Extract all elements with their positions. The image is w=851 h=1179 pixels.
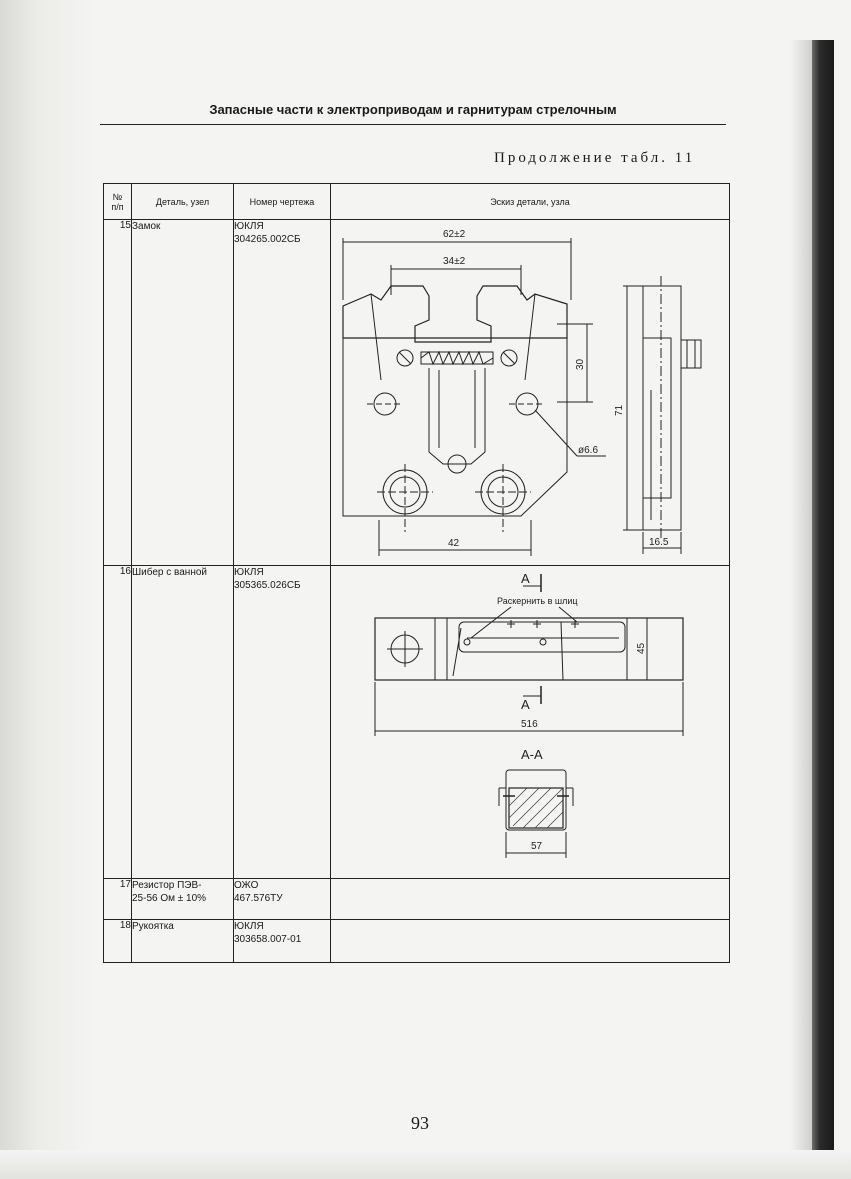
table-row: 18 Рукоятка ЮКЛЯ 303658.007-01 [103, 919, 730, 963]
row-drawing: ЮКЛЯ 304265.002СБ [233, 219, 331, 566]
row-drawing: ЮКЛЯ 305365.026СБ [233, 565, 331, 879]
page-bottom-shadow [0, 1150, 851, 1179]
drawing-line: ОЖО [234, 880, 259, 891]
drawing-line: 304265.002СБ [234, 234, 301, 245]
drawing-line: ЮКЛЯ [234, 221, 264, 232]
header-num-line: № [112, 191, 123, 202]
drawing-line: 467.576ТУ [234, 893, 283, 904]
row-number: 16 [103, 565, 132, 879]
dim-45: 45 [636, 642, 647, 654]
lock-drawing: 62±2 34±2 [342, 229, 702, 556]
row-number: 18 [103, 919, 132, 963]
parts-table: № п/п Деталь, узел Номер чертежа Эскиз д… [103, 183, 730, 963]
book-spine [812, 40, 834, 1162]
dim-16-5: 16.5 [649, 537, 669, 548]
row-part: Рукоятка [131, 919, 234, 963]
page-number: 93 [411, 1113, 429, 1133]
part-line: Рукоятка [132, 921, 174, 932]
row-number: 15 [103, 219, 132, 566]
table-row: 15 Замок ЮКЛЯ 304265.002СБ 62±2 34±2 [103, 219, 730, 566]
slider-drawing: A Раскернить в шлиц [374, 571, 684, 858]
dim-62: 62±2 [443, 229, 466, 240]
header-num: № п/п [103, 183, 132, 220]
drawing-line: 305365.026СБ [234, 580, 301, 591]
sketch-cell: A Раскернить в шлиц [330, 565, 730, 879]
sketch-cell [330, 919, 730, 963]
part-line: Резистор ПЭВ- [132, 880, 202, 891]
drawing-line: ЮКЛЯ [234, 921, 264, 932]
dim-71: 71 [614, 404, 625, 416]
dim-57: 57 [531, 841, 543, 852]
part-line: Замок [132, 221, 161, 232]
drawing-line: 303658.007-01 [234, 934, 302, 945]
header-part: Деталь, узел [131, 183, 234, 220]
sketch-cell [330, 878, 730, 920]
header-num-line: п/п [111, 201, 124, 212]
table-continuation-label: Продолжение табл. 11 [494, 150, 696, 166]
row-drawing: ОЖО 467.576ТУ [233, 878, 331, 920]
binding-edge [790, 40, 812, 1162]
section-mark-bottom: A [521, 697, 530, 712]
header-sketch: Эскиз детали, узла [330, 183, 730, 220]
section-mark-top: A [521, 571, 530, 586]
note-label: Раскернить в шлиц [497, 596, 578, 606]
row-part: Замок [131, 219, 234, 566]
part-line: Шибер с ванной [132, 567, 207, 578]
dim-42: 42 [448, 538, 460, 549]
table-header-row: № п/п Деталь, узел Номер чертежа Эскиз д… [103, 183, 730, 220]
dim-34: 34±2 [443, 256, 466, 267]
part-line: 25-56 Ом ± 10% [132, 893, 207, 904]
dim-30: 30 [575, 358, 586, 370]
header-rule [100, 124, 726, 125]
dim-d66: ø6.6 [578, 445, 598, 456]
row-drawing: ЮКЛЯ 303658.007-01 [233, 919, 331, 963]
running-head: Запасные части к электроприводам и гарни… [209, 102, 617, 117]
sketch-cell: 62±2 34±2 [330, 219, 730, 566]
row-number: 17 [103, 878, 132, 920]
scan-shadow [0, 0, 95, 1179]
row-part: Шибер с ванной [131, 565, 234, 879]
section-title: A-A [521, 747, 543, 762]
table-row: 17 Резистор ПЭВ- 25-56 Ом ± 10% ОЖО 467.… [103, 878, 730, 920]
row-part: Резистор ПЭВ- 25-56 Ом ± 10% [131, 878, 234, 920]
table-row: 16 Шибер с ванной ЮКЛЯ 305365.026СБ A Ра… [103, 565, 730, 879]
dim-516: 516 [521, 719, 538, 730]
header-drawing: Номер чертежа [233, 183, 331, 220]
drawing-line: ЮКЛЯ [234, 567, 264, 578]
